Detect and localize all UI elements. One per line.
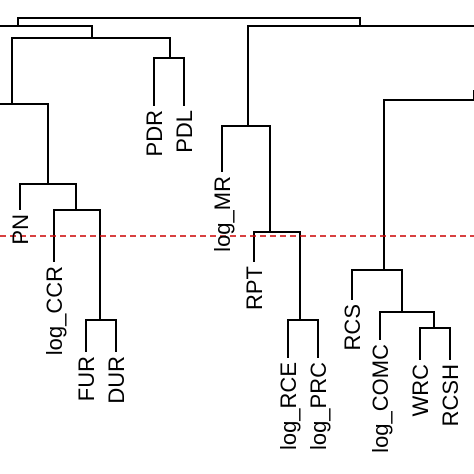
branch-mr-group: [221, 125, 271, 232]
leaf-label: DUR: [104, 356, 129, 404]
branch-pdr-pdl: [153, 57, 185, 106]
branch-left-cluster: [0, 25, 93, 38]
branch-comc-group: [379, 311, 435, 340]
leaf-label: log_CCR: [42, 266, 67, 355]
branch-wrc-rcsh: [419, 327, 451, 360]
leaf-label: PDL: [172, 110, 197, 153]
leaf-label: log_PRC: [306, 362, 331, 450]
branch-rpt-pair: [253, 231, 301, 320]
leaf-label: log_COMC: [368, 344, 393, 453]
branch-right-inner: [383, 99, 474, 270]
branch-pn-ccr: [19, 183, 77, 210]
branch-rce-prc: [287, 319, 319, 358]
branch-right-cluster: [247, 25, 474, 126]
branch-root: [17, 17, 361, 26]
leaf-label: FUR: [74, 356, 99, 401]
leaf-label: RCS: [340, 304, 365, 350]
leaf-label: PDR: [142, 110, 167, 156]
leaf-label: RPT: [242, 266, 267, 310]
branch-fur-dur: [85, 319, 117, 352]
branch-rcs-group: [351, 269, 403, 312]
branch-left-sub: [11, 37, 171, 104]
branch-left-inner: [0, 103, 49, 184]
leaf-label: log_MR: [210, 176, 235, 252]
leaf-label: WRC: [408, 364, 433, 417]
leaf-label: RCSH: [438, 364, 463, 426]
leaf-label: PN: [8, 214, 33, 245]
leaf-label: log_RCE: [276, 362, 301, 450]
leaf-labels: PN log_CCR FUR DUR PDR PDL log_MR RPT lo…: [8, 110, 463, 453]
